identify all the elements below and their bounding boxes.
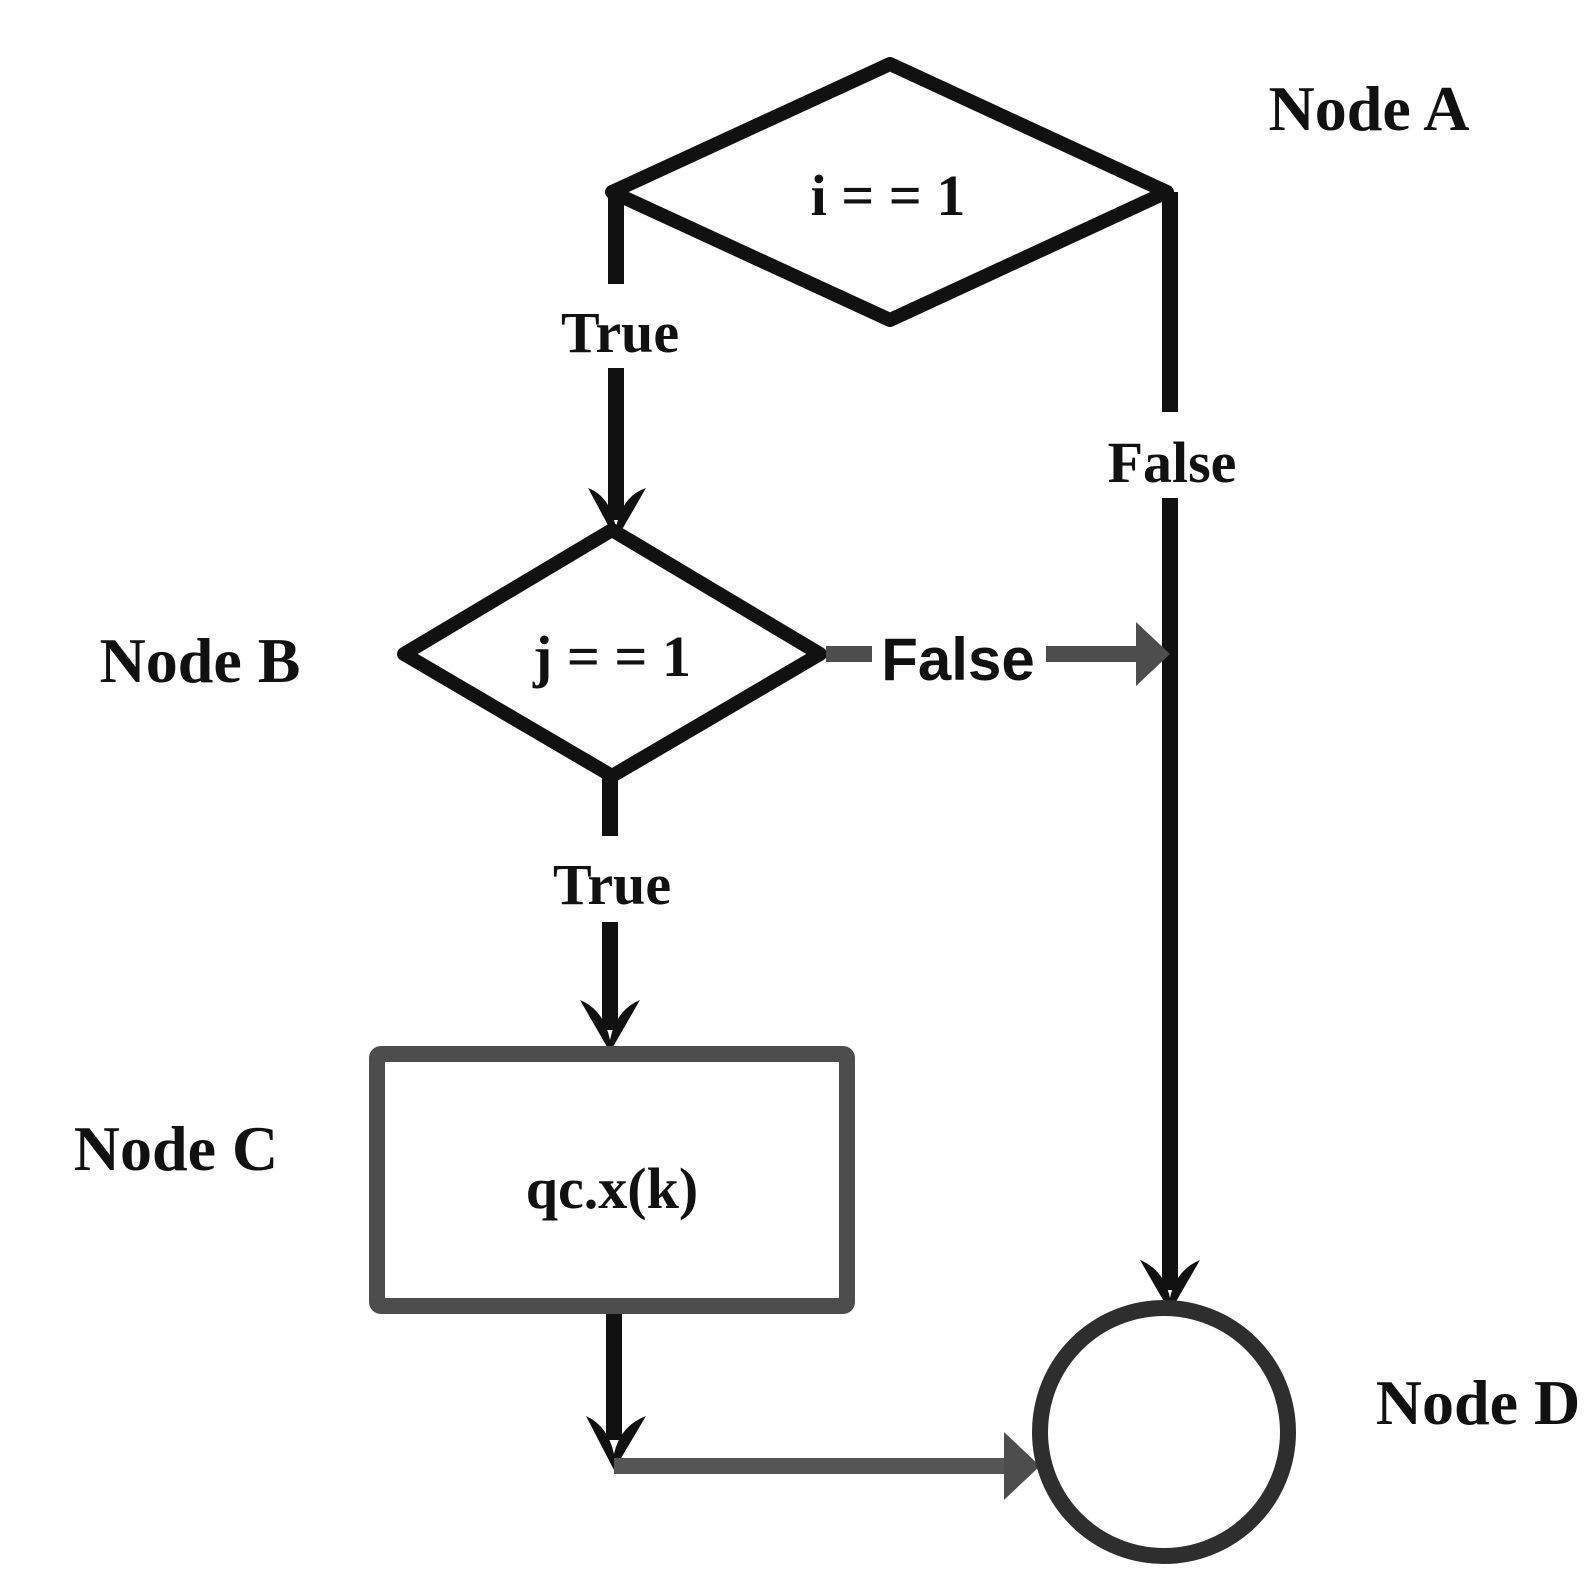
node-c: qc.x(k)	[369, 1046, 855, 1314]
edge-a-false-label: False	[1108, 430, 1237, 495]
node-b-condition: j = = 1	[532, 624, 691, 689]
node-c-box	[369, 1046, 855, 1314]
edge-b-false: False	[826, 622, 1170, 693]
edge-a-false-arrowhead	[1140, 1260, 1200, 1312]
node-d-label: Node D	[1376, 1367, 1580, 1438]
edge-a-true: True	[561, 192, 679, 540]
node-b-label: Node B	[100, 625, 301, 696]
edge-c-d	[586, 1314, 1040, 1500]
node-a-diamond	[605, 57, 1174, 327]
edge-a-true-arrowhead	[588, 488, 646, 540]
edge-b-true: True	[553, 776, 671, 1052]
edge-c-d-arrowhead-down	[586, 1416, 646, 1470]
edge-c-d-arrowhead-right	[1004, 1432, 1040, 1500]
node-a-label: Node A	[1269, 73, 1470, 144]
edge-b-true-label: True	[553, 852, 671, 917]
node-a-condition: i = = 1	[811, 163, 966, 228]
node-d	[1032, 1300, 1296, 1564]
edge-a-false: False	[1108, 192, 1237, 1312]
node-c-statement: qc.x(k)	[526, 1156, 698, 1221]
edge-a-true-label: True	[561, 300, 679, 365]
edge-b-false-arrowhead	[1136, 622, 1170, 686]
edge-b-false-label: False	[881, 626, 1034, 693]
node-a: i = = 1	[605, 57, 1174, 327]
node-d-circle	[1032, 1300, 1296, 1564]
edge-b-true-arrowhead	[580, 1000, 640, 1052]
node-b: j = = 1	[397, 523, 827, 783]
node-c-label: Node C	[74, 1113, 278, 1184]
